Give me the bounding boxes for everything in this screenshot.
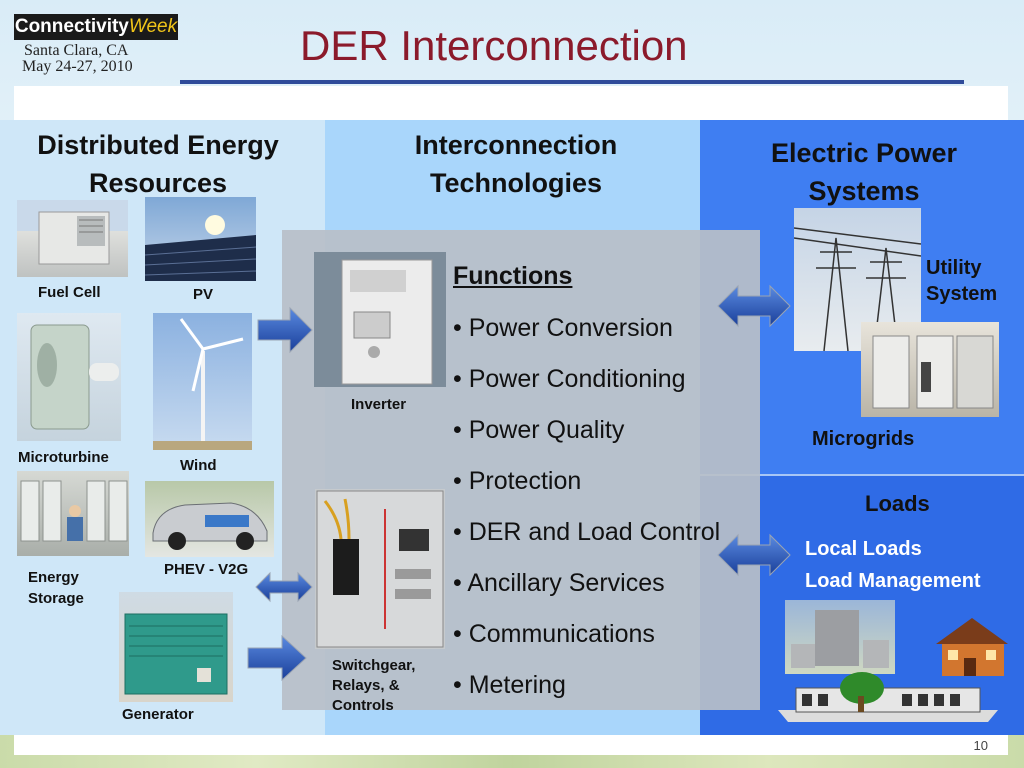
- function-item: • DER and Load Control: [453, 518, 721, 546]
- function-item: • Power Quality: [453, 416, 625, 444]
- commercial-building-icon: [778, 670, 998, 722]
- functions-list: • Power Conversion • Power Conditioning …: [453, 312, 720, 720]
- energy-storage-image: [17, 471, 129, 556]
- arrow-right-icon: [257, 306, 313, 354]
- switchgear-image: [315, 489, 445, 649]
- der-heading: Distributed Energy Resources: [37, 130, 279, 198]
- generator-label: Generator: [122, 706, 194, 723]
- page-title: DER Interconnection: [300, 22, 688, 69]
- title-rule: [180, 80, 964, 84]
- microgrid-image: [861, 322, 999, 417]
- logo-accent-text: Week: [128, 16, 178, 37]
- fuel-cell-image: [17, 200, 128, 277]
- function-item: • Protection: [453, 467, 582, 495]
- arrow-double-icon: [717, 284, 791, 328]
- function-item: • Ancillary Services: [453, 569, 665, 597]
- slide-footer-band: [14, 733, 1008, 755]
- function-item: • Communications: [453, 620, 655, 648]
- loads-heading: Loads: [865, 491, 930, 516]
- functions-title: Functions: [453, 262, 573, 290]
- event-location: Santa Clara, CA: [24, 42, 129, 59]
- pv-label: PV: [193, 286, 214, 303]
- interconnection-heading: Interconnection Technologies: [414, 130, 618, 198]
- generator-image: [119, 592, 233, 702]
- switchgear-label: Switchgear, Relays, & Controls: [332, 657, 416, 714]
- house-icon: [930, 614, 1014, 678]
- phev-label: PHEV - V2G: [164, 561, 249, 578]
- wind-image: [153, 313, 252, 450]
- pv-image: [145, 197, 256, 281]
- energy-storage-label: Energy Storage: [28, 569, 84, 607]
- arrow-double-icon: [717, 533, 791, 577]
- eps-divider: [700, 474, 1024, 476]
- event-dates: May 24-27, 2010: [22, 58, 133, 75]
- logo-main-text: Connectivity: [14, 16, 129, 37]
- local-load-image: [785, 600, 895, 674]
- fuel-cell-label: Fuel Cell: [38, 284, 101, 301]
- page-number: 10: [973, 738, 988, 753]
- function-item: • Metering: [453, 671, 566, 699]
- arrow-double-icon: [255, 571, 313, 603]
- inverter-image: [314, 252, 446, 387]
- microturbine-image: [17, 313, 121, 441]
- phev-image: [145, 481, 274, 557]
- utility-system-label: Utility System: [926, 257, 998, 305]
- microgrids-label: Microgrids: [812, 428, 915, 450]
- function-item: • Power Conditioning: [453, 365, 686, 393]
- local-loads-label: Local Loads: [805, 538, 922, 560]
- arrow-right-icon: [247, 634, 307, 682]
- microturbine-label: Microturbine: [18, 449, 109, 466]
- function-item: • Power Conversion: [453, 314, 673, 342]
- inverter-label: Inverter: [351, 396, 407, 413]
- eps-heading: Electric Power Systems: [770, 138, 958, 206]
- wind-label: Wind: [180, 457, 217, 474]
- connectivity-week-logo: ConnectivityWeek: [14, 14, 178, 40]
- load-management-label: Load Management: [805, 570, 981, 592]
